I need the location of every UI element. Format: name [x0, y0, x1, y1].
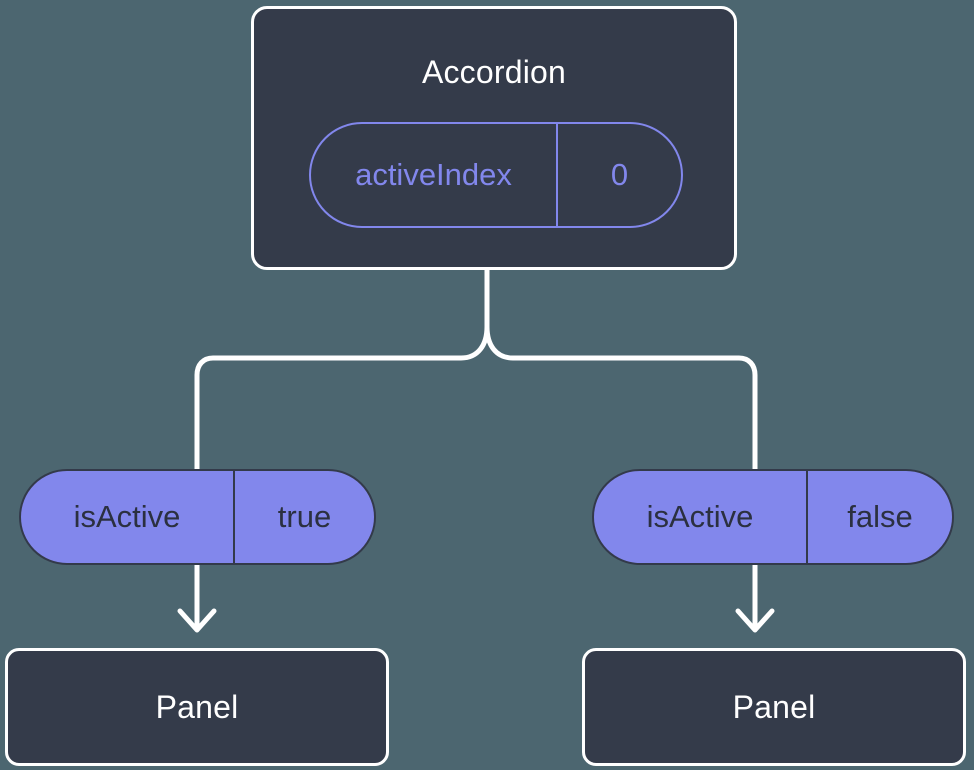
panel-node-right[interactable]: Panel — [582, 648, 966, 766]
activeindex-key: activeIndex — [355, 157, 512, 192]
wire-root-to-left-branch — [194, 267, 490, 473]
isactive-true-pill[interactable]: isActive true — [19, 469, 376, 565]
isactive-true-key: isActive — [73, 499, 181, 534]
arrowhead-right — [735, 608, 775, 633]
isactive-true-value: true — [233, 471, 374, 563]
panel-right-title: Panel — [732, 688, 816, 725]
isactive-false-key: isActive — [646, 499, 754, 534]
isactive-false-value: false — [806, 471, 952, 563]
activeindex-value: 0 — [556, 124, 681, 226]
accordion-node-title: Accordion — [421, 54, 567, 90]
panel-node-left[interactable]: Panel — [5, 648, 389, 766]
wire-root-to-right-branch — [484, 267, 758, 473]
arrowhead-left — [177, 608, 217, 633]
panel-left-title: Panel — [155, 688, 239, 725]
activeindex-state-pill[interactable]: activeIndex 0 — [309, 122, 683, 228]
accordion-component-node[interactable]: Accordion activeIndex 0 — [251, 6, 737, 270]
isactive-false-pill[interactable]: isActive false — [592, 469, 954, 565]
